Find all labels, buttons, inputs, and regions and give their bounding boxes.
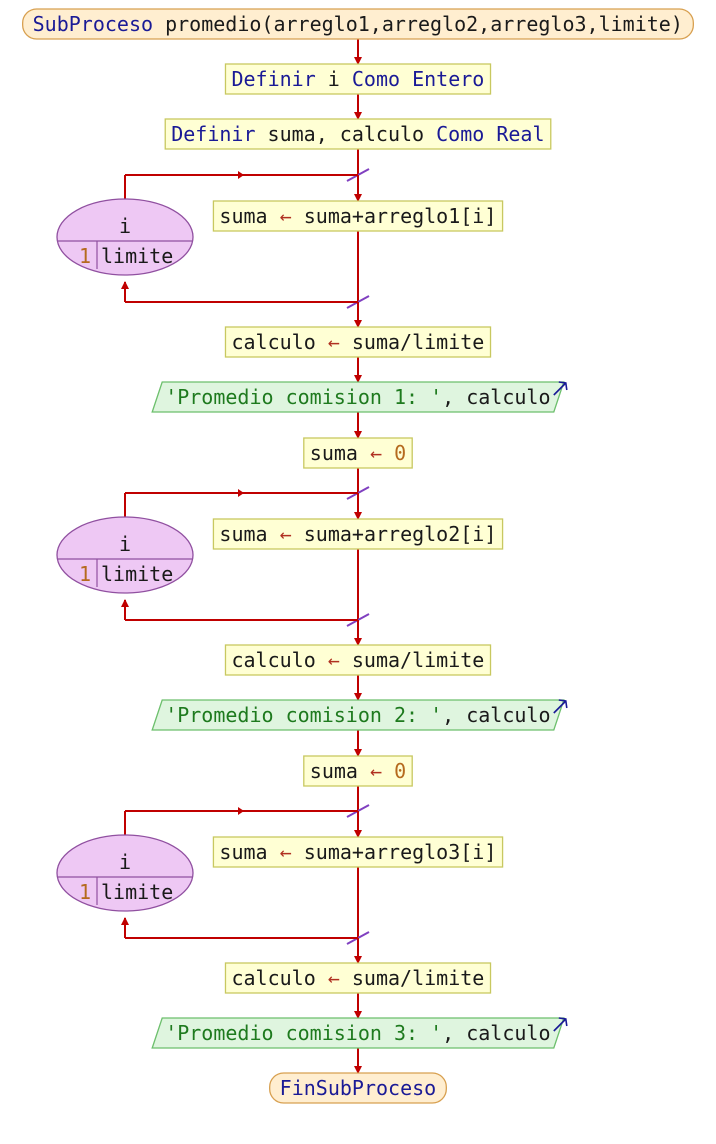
calc-box-1-label-part-0: calculo xyxy=(231,330,327,354)
calc-box-2-label-part-0: calculo xyxy=(231,648,327,672)
calc-box-3-label-part-1: ← xyxy=(328,966,352,990)
calc-box-2 xyxy=(224,644,492,676)
output-arrow-icon-head xyxy=(558,699,568,709)
output-arrow-icon-head xyxy=(558,381,568,391)
loop-body-box-1-label-part-1: ← xyxy=(280,204,304,228)
loop-body-box-2-label-part-2: suma+arreglo2[i] xyxy=(304,522,497,546)
output-box-3-label: 'Promedio comision 3: ', calculo xyxy=(165,1021,550,1045)
loop-body-box-3-label-part-2: suma+arreglo3[i] xyxy=(304,840,497,864)
calc-box-2-label-part-2: suma/limite xyxy=(352,648,484,672)
calc-box-3-label: calculo ← suma/limite xyxy=(231,966,484,990)
loop-ellipse-3-var: i xyxy=(119,850,131,874)
loop-body-box-3 xyxy=(212,836,504,868)
start-terminal-label-part-1: promedio(arreglo1,arreglo2,arreglo3,limi… xyxy=(153,12,683,36)
calc-box-3 xyxy=(224,962,492,994)
loop-top-arrowhead-3 xyxy=(238,807,244,815)
declaration-box-2-label-part-1: suma, calculo xyxy=(256,122,437,146)
end-terminal-label-part-0: FinSubProceso xyxy=(280,1076,437,1100)
loop-top-arrowhead-1 xyxy=(238,171,244,179)
loop-ellipse-1-to: limite xyxy=(101,244,173,268)
declaration-box-2-label-part-2: Como Real xyxy=(436,122,544,146)
end-terminal xyxy=(269,1072,447,1104)
reset-box-2-label: suma ← 0 xyxy=(310,441,406,465)
reset-box-3-label-part-1: ← xyxy=(370,759,394,783)
declaration-box-2-label-part-0: Definir xyxy=(171,122,255,146)
loop-body-box-3-label-part-1: ← xyxy=(280,840,304,864)
calc-box-2-label: calculo ← suma/limite xyxy=(231,648,484,672)
loop-ellipse-1 xyxy=(56,198,194,276)
loop-ellipse-2-from: 1 xyxy=(79,562,91,586)
loop-ellipse-2-to: limite xyxy=(101,562,173,586)
flow-nodes: SubProceso promedio(arreglo1,arreglo2,ar… xyxy=(21,8,695,1104)
output-box-1-label: 'Promedio comision 1: ', calculo xyxy=(165,385,550,409)
reset-box-3-label-part-2: 0 xyxy=(394,759,406,783)
output-box-2-label: 'Promedio comision 2: ', calculo xyxy=(165,703,550,727)
output-box-1-label-part-1: , calculo xyxy=(442,385,550,409)
reset-box-2 xyxy=(303,437,413,469)
calc-box-1-label: calculo ← suma/limite xyxy=(231,330,484,354)
calc-box-3-label-part-2: suma/limite xyxy=(352,966,484,990)
loop-body-box-3-label: suma ← suma+arreglo3[i] xyxy=(219,840,496,864)
calc-box-1-label-part-2: suma/limite xyxy=(352,330,484,354)
calc-box-3-label-part-0: calculo xyxy=(231,966,327,990)
reset-box-2-label-part-2: 0 xyxy=(394,441,406,465)
calc-box-1 xyxy=(224,326,492,358)
end-terminal-label: FinSubProceso xyxy=(280,1076,437,1100)
reset-box-2-label-part-1: ← xyxy=(370,441,394,465)
loop-body-box-2-label: suma ← suma+arreglo2[i] xyxy=(219,522,496,546)
loop-ellipse-2-var: i xyxy=(119,532,131,556)
output-arrow-icon xyxy=(553,1018,567,1032)
loop-body-box-2-label-part-1: ← xyxy=(280,522,304,546)
reset-box-2-label-part-0: suma xyxy=(310,441,370,465)
declaration-box-2 xyxy=(164,118,552,150)
loop-top-arrowhead-2 xyxy=(238,489,244,497)
output-box-2-label-part-0: 'Promedio comision 2: ' xyxy=(165,703,442,727)
loop-ellipse-1-from: 1 xyxy=(79,244,91,268)
output-box-2-label-part-1: , calculo xyxy=(442,703,550,727)
start-terminal-label-part-0: SubProceso xyxy=(33,12,153,36)
loop-body-box-1 xyxy=(212,200,504,232)
declaration-box-1-label-part-2: Como Entero xyxy=(352,67,484,91)
reset-box-3-label: suma ← 0 xyxy=(310,759,406,783)
declaration-box-2-label: Definir suma, calculo Como Real xyxy=(171,122,544,146)
reset-box-3-label-part-0: suma xyxy=(310,759,370,783)
declaration-box-1 xyxy=(224,63,492,95)
output-arrow-icon xyxy=(553,382,567,396)
loop-body-box-1-label-part-0: suma xyxy=(219,204,279,228)
declaration-box-1-label-part-0: Definir xyxy=(231,67,315,91)
loop-body-box-3-label-part-0: suma xyxy=(219,840,279,864)
loop-body-box-1-label-part-2: suma+arreglo1[i] xyxy=(304,204,497,228)
loop-ellipse-1-var: i xyxy=(119,214,131,238)
declaration-box-1-label-part-1: i xyxy=(316,67,352,91)
output-box-1 xyxy=(151,381,565,413)
output-arrow-icon-head xyxy=(558,1017,568,1027)
loop-body-box-1-label: suma ← suma+arreglo1[i] xyxy=(219,204,496,228)
output-box-1-label-part-0: 'Promedio comision 1: ' xyxy=(165,385,442,409)
loop-ellipse-3 xyxy=(56,834,194,912)
output-arrow-icon xyxy=(553,700,567,714)
start-terminal-label: SubProceso promedio(arreglo1,arreglo2,ar… xyxy=(33,12,683,36)
reset-box-3 xyxy=(303,755,413,787)
output-box-2 xyxy=(151,699,565,731)
loop-ellipse-2 xyxy=(56,516,194,594)
output-box-3-label-part-0: 'Promedio comision 3: ' xyxy=(165,1021,442,1045)
output-box-3 xyxy=(151,1017,565,1049)
start-terminal xyxy=(21,8,695,40)
calc-box-1-label-part-1: ← xyxy=(328,330,352,354)
loop-ellipse-3-from: 1 xyxy=(79,880,91,904)
calc-box-2-label-part-1: ← xyxy=(328,648,352,672)
loop-ellipse-3-to: limite xyxy=(101,880,173,904)
loop-body-box-2 xyxy=(212,518,504,550)
output-box-3-label-part-1: , calculo xyxy=(442,1021,550,1045)
declaration-box-1-label: Definir i Como Entero xyxy=(231,67,484,91)
flow-edges xyxy=(121,39,370,1074)
loop-body-box-2-label-part-0: suma xyxy=(219,522,279,546)
